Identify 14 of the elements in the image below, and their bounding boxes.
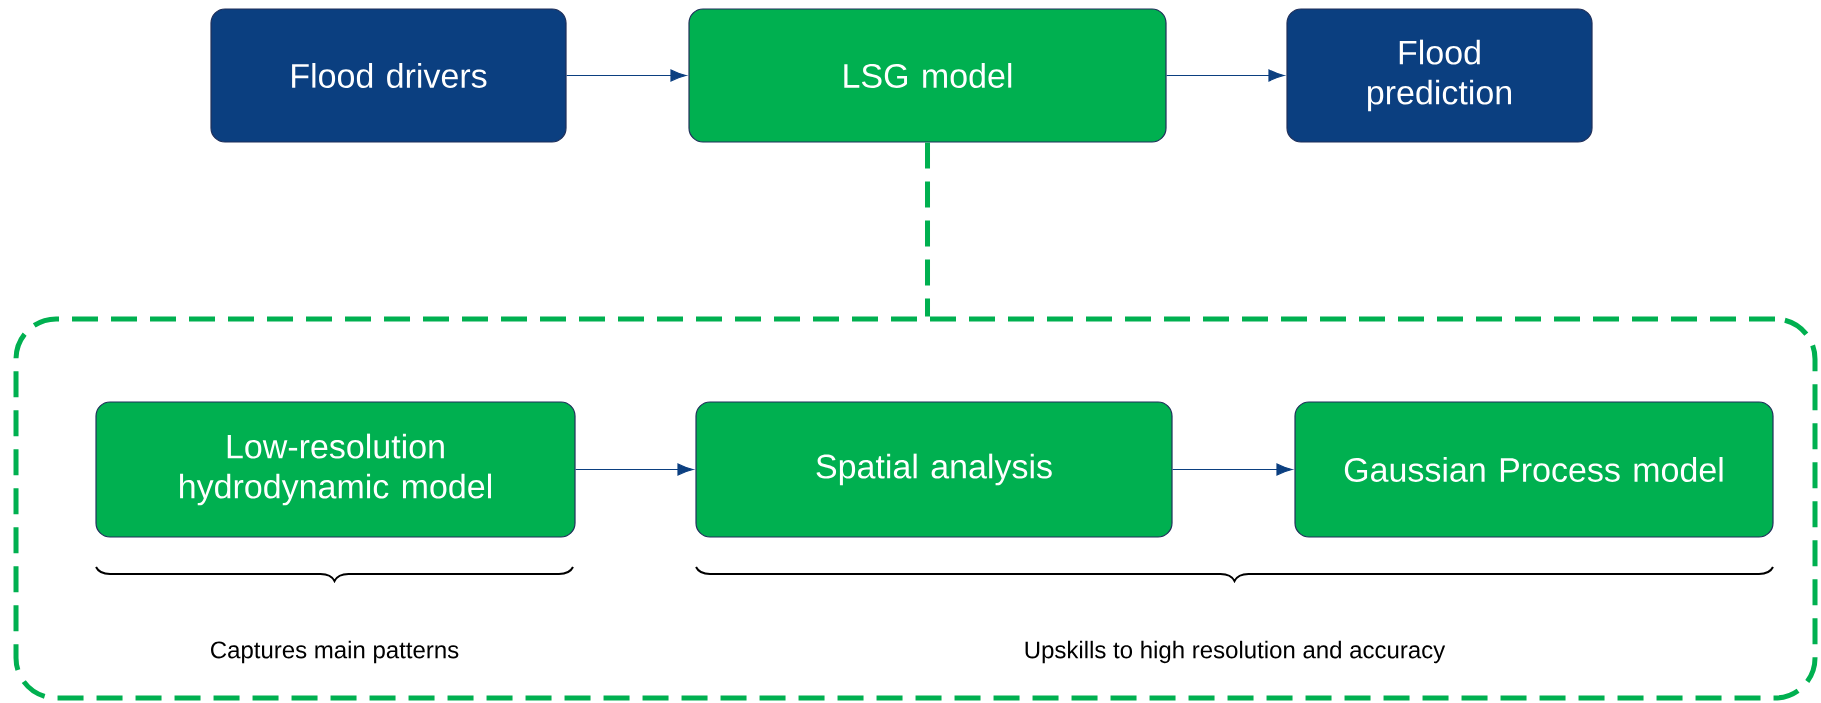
brace-label: Captures main patterns bbox=[211, 640, 459, 664]
arrow bbox=[1166, 69, 1285, 82]
arrow bbox=[575, 463, 694, 476]
process-box: Flood drivers bbox=[210, 8, 567, 143]
arrow bbox=[566, 69, 687, 82]
process-box: Flood prediction bbox=[1286, 8, 1593, 143]
process-box: Gaussian Process model bbox=[1294, 401, 1774, 538]
brace-label: Upskills to high resolution and accuracy bbox=[1025, 640, 1446, 664]
process-box: LSG model bbox=[688, 8, 1167, 143]
process-box: Spatial analysis bbox=[695, 401, 1173, 538]
arrow bbox=[1172, 463, 1293, 476]
process-box: Low-resolution hydrodynamic model bbox=[95, 401, 576, 538]
connector-line bbox=[925, 142, 930, 317]
dashed-group-box bbox=[13, 316, 1818, 701]
